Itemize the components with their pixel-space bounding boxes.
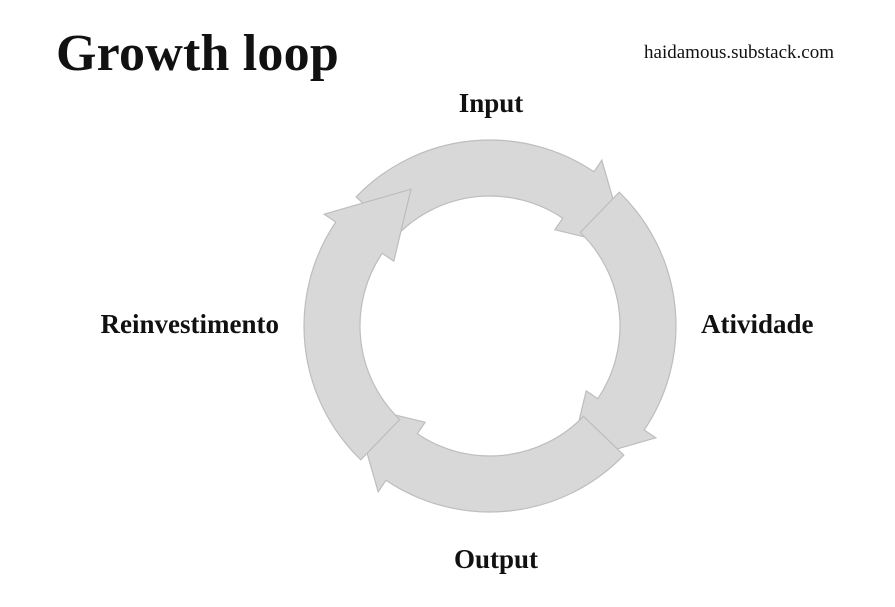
page-title: Growth loop	[56, 25, 339, 82]
arrow-atividade	[568, 191, 677, 464]
node-label-input: Input	[458, 88, 524, 118]
node-label-reinvestimento: Reinvestimento	[100, 309, 279, 339]
node-label-atividade: Atividade	[701, 309, 814, 339]
node-label-output: Output	[453, 544, 539, 574]
arrow-input	[355, 139, 628, 248]
arrow-reinvestimento	[303, 188, 412, 461]
source-link[interactable]: haidamous.substack.com	[644, 42, 834, 63]
arrow-output	[352, 404, 625, 513]
